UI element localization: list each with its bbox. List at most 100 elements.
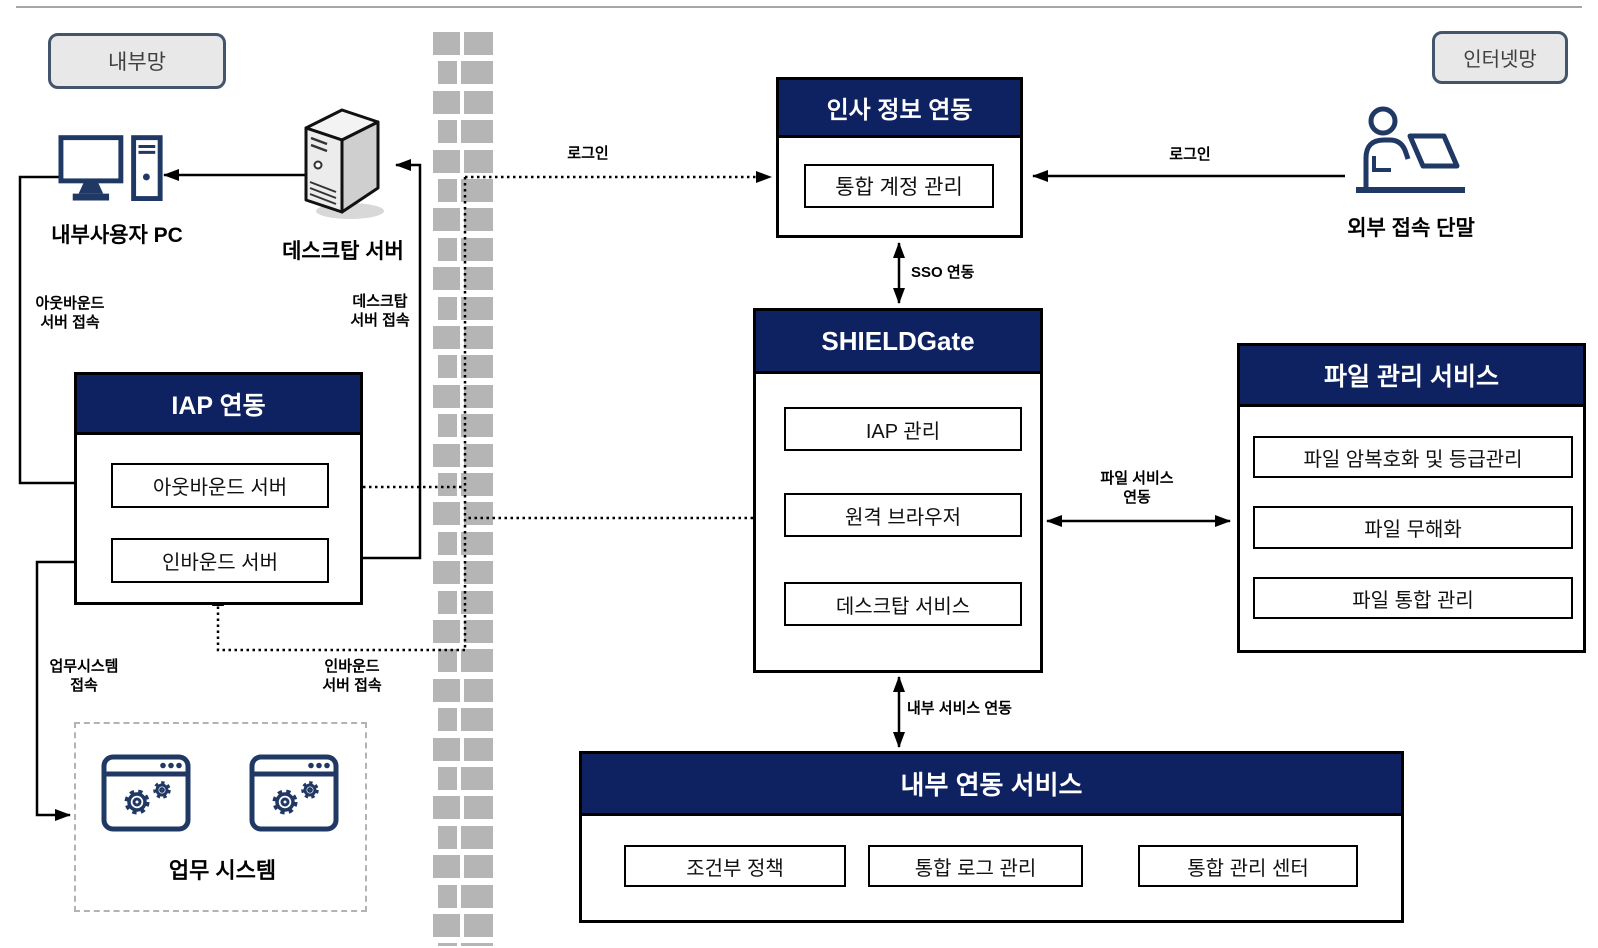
firewall-brick <box>433 149 460 173</box>
firewall-brick <box>461 531 493 555</box>
server-icon <box>304 108 384 219</box>
pc-icon <box>58 135 163 202</box>
firewall-brick <box>464 32 493 55</box>
browser-gears-icon <box>249 754 339 832</box>
item-integrated-log-management: 통합 로그 관리 <box>868 845 1083 887</box>
item-file-integrated-management: 파일 통합 관리 <box>1253 577 1573 619</box>
item-remote-browser: 원격 브라우저 <box>784 493 1022 537</box>
firewall-brick <box>433 914 460 937</box>
firewall-brick <box>433 384 460 408</box>
item-desktop-service: 데스크탑 서비스 <box>784 582 1022 626</box>
internal-pc-label: 내부사용자 PC <box>51 224 183 247</box>
zone-internal-label: 내부망 <box>108 51 166 74</box>
edge-label-login-dotted: 로그인 <box>567 145 609 162</box>
firewall-brick <box>464 796 493 820</box>
edge-label-file-service: 파일 서비스 연동 <box>1100 470 1174 506</box>
firewall-brick <box>438 708 457 732</box>
item-outbound-server: 아웃바운드 서버 <box>111 463 329 508</box>
firewall-brick <box>438 825 457 849</box>
firewall-brick <box>464 678 493 702</box>
zone-badge-internet: 인터넷망 <box>1432 31 1568 84</box>
firewall-brick <box>433 267 460 291</box>
firewall-brick <box>464 326 493 349</box>
firewall-brick <box>464 149 493 173</box>
firewall-brick <box>464 267 493 291</box>
zone-internet-label: 인터넷망 <box>1463 49 1537 71</box>
firewall-brick <box>464 620 493 643</box>
firewall-brick <box>461 355 493 379</box>
firewall-brick <box>438 61 457 85</box>
firewall-brick <box>438 355 457 379</box>
item-integrated-management-center: 통합 관리 센터 <box>1138 845 1358 887</box>
panel-file-service: 파일 관리 서비스 파일 암복호화 및 등급관리 파일 무해화 파일 통합 관리 <box>1237 343 1586 653</box>
firewall-brick <box>438 296 457 320</box>
panel-file-service-title: 파일 관리 서비스 <box>1240 346 1583 407</box>
firewall-brick <box>464 443 493 467</box>
panel-shieldgate: SHIELDGate IAP 관리 원격 브라우저 데스크탑 서비스 <box>753 308 1043 673</box>
firewall-brick <box>461 473 493 496</box>
firewall-brick <box>433 90 460 114</box>
item-file-sanitization: 파일 무해화 <box>1253 506 1573 549</box>
firewall-brick <box>438 884 457 908</box>
firewall-brick <box>438 473 457 496</box>
panel-hr-sync-title: 인사 정보 연동 <box>779 80 1020 138</box>
firewall-brick <box>464 914 493 937</box>
firewall-brick <box>461 296 493 320</box>
firewall-brick <box>461 943 493 946</box>
firewall-brick <box>461 179 493 202</box>
top-divider-line <box>16 6 1582 8</box>
zone-badge-internal: 내부망 <box>48 33 226 89</box>
panel-iap-sync-title: IAP 연동 <box>77 375 360 435</box>
firewall-brick <box>461 649 493 673</box>
item-iap-management: IAP 관리 <box>784 407 1022 451</box>
firewall-brick <box>438 414 457 438</box>
firewall-brick <box>433 502 460 526</box>
firewall-brick <box>461 884 493 908</box>
firewall-brick <box>433 326 460 349</box>
edge-label-work-system-access: 업무시스템 접속 <box>49 658 119 694</box>
item-inbound-server: 인바운드 서버 <box>111 538 329 583</box>
firewall-brick <box>433 737 460 761</box>
firewall-brick <box>433 443 460 467</box>
edge-label-desktop-access: 데스크탑 서버 접속 <box>350 293 410 329</box>
edge-label-inbound-access: 인바운드 서버 접속 <box>322 658 382 694</box>
firewall-brick <box>461 61 493 85</box>
firewall-brick <box>433 620 460 643</box>
firewall-brick <box>433 561 460 585</box>
browser-gears-icon <box>101 754 191 832</box>
firewall-brick <box>461 414 493 438</box>
firewall-brick <box>461 708 493 732</box>
firewall-brick <box>433 855 460 879</box>
firewall-brick <box>461 120 493 144</box>
panel-shieldgate-title: SHIELDGate <box>756 311 1040 374</box>
item-file-encryption: 파일 암복호화 및 등급관리 <box>1253 436 1573 478</box>
firewall-brick <box>438 120 457 144</box>
firewall-brick <box>461 590 493 614</box>
item-conditional-policy: 조건부 정책 <box>624 845 846 887</box>
firewall-brick <box>438 767 457 790</box>
firewall-brick <box>438 590 457 614</box>
panel-iap-sync: IAP 연동 아웃바운드 서버 인바운드 서버 <box>74 372 363 605</box>
panel-hr-sync: 인사 정보 연동 통합 계정 관리 <box>776 77 1023 238</box>
desktop-server-label: 데스크탑 서버 <box>282 240 404 263</box>
edge-label-login-external: 로그인 <box>1169 146 1211 163</box>
edge-label-sso: SSO 연동 <box>911 264 975 281</box>
firewall-brick <box>464 502 493 526</box>
firewall-brick <box>438 179 457 202</box>
work-system-group: 업무 시스템 <box>74 722 367 912</box>
firewall-brick <box>438 649 457 673</box>
panel-internal-sync-title: 내부 연동 서비스 <box>582 754 1401 816</box>
work-system-label: 업무 시스템 <box>168 858 277 883</box>
firewall-brick <box>433 678 460 702</box>
edge-label-outbound-access: 아웃바운드 서버 접속 <box>35 295 105 331</box>
firewall-brick <box>438 943 457 946</box>
firewall-brick <box>464 90 493 114</box>
firewall-brick <box>438 531 457 555</box>
edge-label-internal-service: 내부 서비스 연동 <box>907 700 1012 717</box>
person-laptop-icon <box>1356 106 1465 193</box>
firewall-brick <box>464 384 493 408</box>
firewall-brick <box>433 796 460 820</box>
firewall-brick <box>461 767 493 790</box>
firewall-brick <box>438 237 457 261</box>
